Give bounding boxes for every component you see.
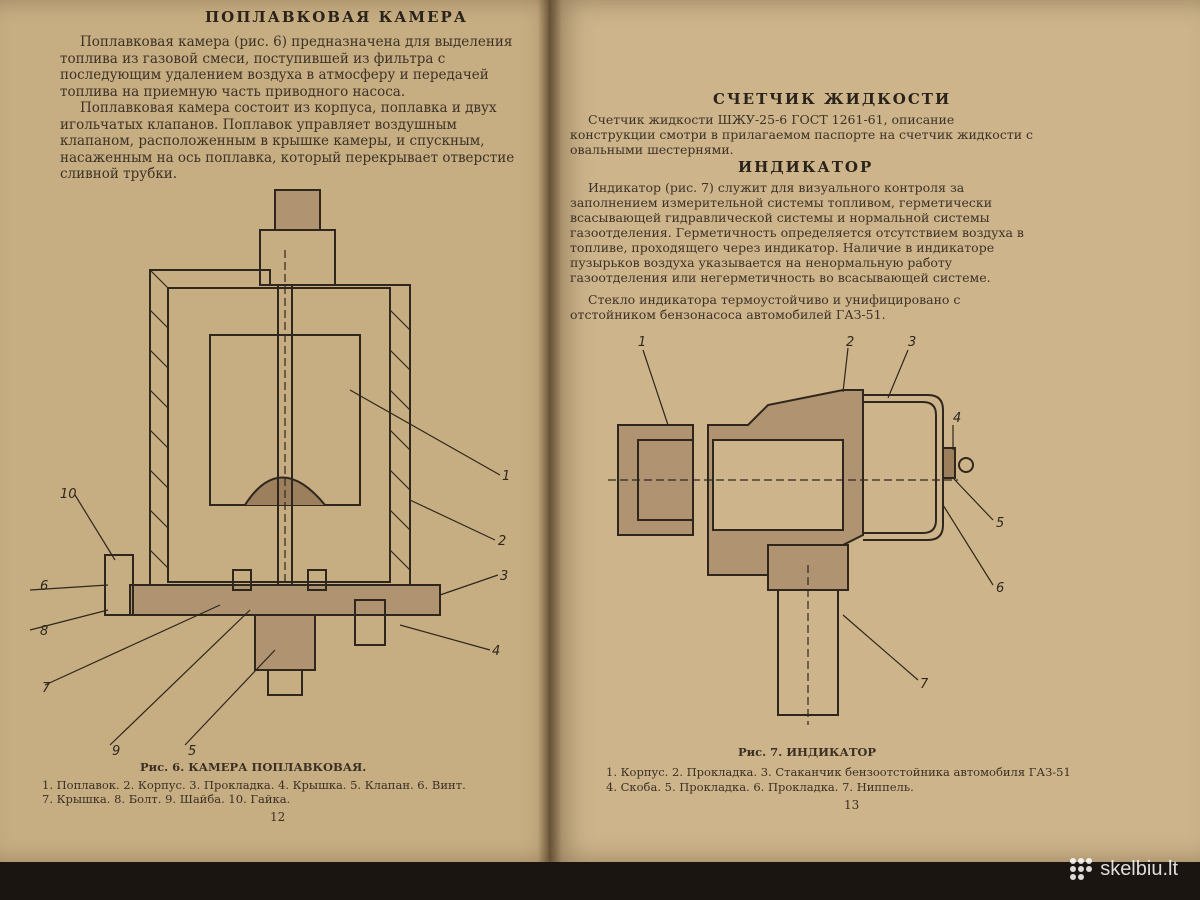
callout-label: 4	[492, 644, 500, 659]
callout-label: 2	[846, 335, 854, 350]
figure-legend: 1. Поплавок. 2. Корпус. 3. Прокладка. 4.…	[42, 778, 466, 792]
float-chamber-drawing: 1 2 3 4 5 6 7 8 9 10	[29, 189, 510, 759]
page-number: 12	[270, 810, 286, 824]
callout-label: 3	[500, 569, 508, 584]
watermark: skelbiu.lt	[1068, 856, 1178, 882]
callout-label: 7	[42, 681, 51, 696]
callout-label: 10	[60, 487, 77, 502]
paragraph: Индикатор (рис. 7) служит для визуальног…	[570, 180, 1024, 285]
paragraph: Поплавковая камера состоит из корпуса, п…	[60, 100, 515, 182]
callout-label: 4	[953, 411, 961, 426]
callout-label: 6	[996, 581, 1004, 596]
figure-legend: 4. Скоба. 5. Прокладка. 6. Прокладка. 7.…	[606, 780, 914, 794]
figure-caption: Рис. 7. ИНДИКАТОР	[738, 745, 877, 759]
figure-legend: 7. Крышка. 8. Болт. 9. Шайба. 10. Гайка.	[42, 792, 291, 806]
callout-label: 5	[188, 744, 196, 759]
right-page-heading: СЧЕТЧИК ЖИДКОСТИ	[713, 90, 952, 108]
left-page-text: Поплавковая камера (рис. 6) предназначен…	[60, 34, 515, 183]
callout-label: 2	[498, 534, 506, 549]
callout-label: 3	[908, 335, 916, 350]
callout-label: 9	[112, 744, 120, 759]
callout-label: 6	[40, 579, 48, 594]
callout-label: 1	[638, 335, 646, 350]
book-gutter	[538, 0, 562, 862]
right-page: СЧЕТЧИК ЖИДКОСТИ Счетчик жидкости ШЖУ-25…	[548, 0, 1200, 862]
paragraph: Счетчик жидкости ШЖУ-25-6 ГОСТ 1261-61, …	[570, 112, 1034, 157]
callout-label: 5	[996, 516, 1004, 531]
left-page-heading: ПОПЛАВКОВАЯ КАМЕРА	[205, 8, 469, 26]
dots-logo-icon	[1070, 858, 1093, 880]
callout-label: 7	[920, 677, 929, 692]
page-number: 13	[844, 798, 860, 812]
callout-label: 1	[502, 469, 510, 484]
figure-legend: 1. Корпус. 2. Прокладка. 3. Стаканчик бе…	[606, 765, 1071, 779]
paragraph: Стекло индикатора термоустойчиво и унифи…	[570, 292, 961, 322]
figure-caption: Рис. 6. КАМЕРА ПОПЛАВКОВАЯ.	[140, 760, 367, 774]
section-heading: ИНДИКАТОР	[738, 158, 874, 176]
watermark-text: skelbiu.lt	[1100, 857, 1178, 880]
left-page: ПОПЛАВКОВАЯ КАМЕРА Поплавковая камера (р…	[0, 0, 560, 862]
callout-label: 8	[40, 624, 48, 639]
paragraph: Поплавковая камера (рис. 6) предназначен…	[60, 34, 513, 100]
indicator-drawing: 1 2 3 4 5 6 7	[608, 335, 1004, 725]
